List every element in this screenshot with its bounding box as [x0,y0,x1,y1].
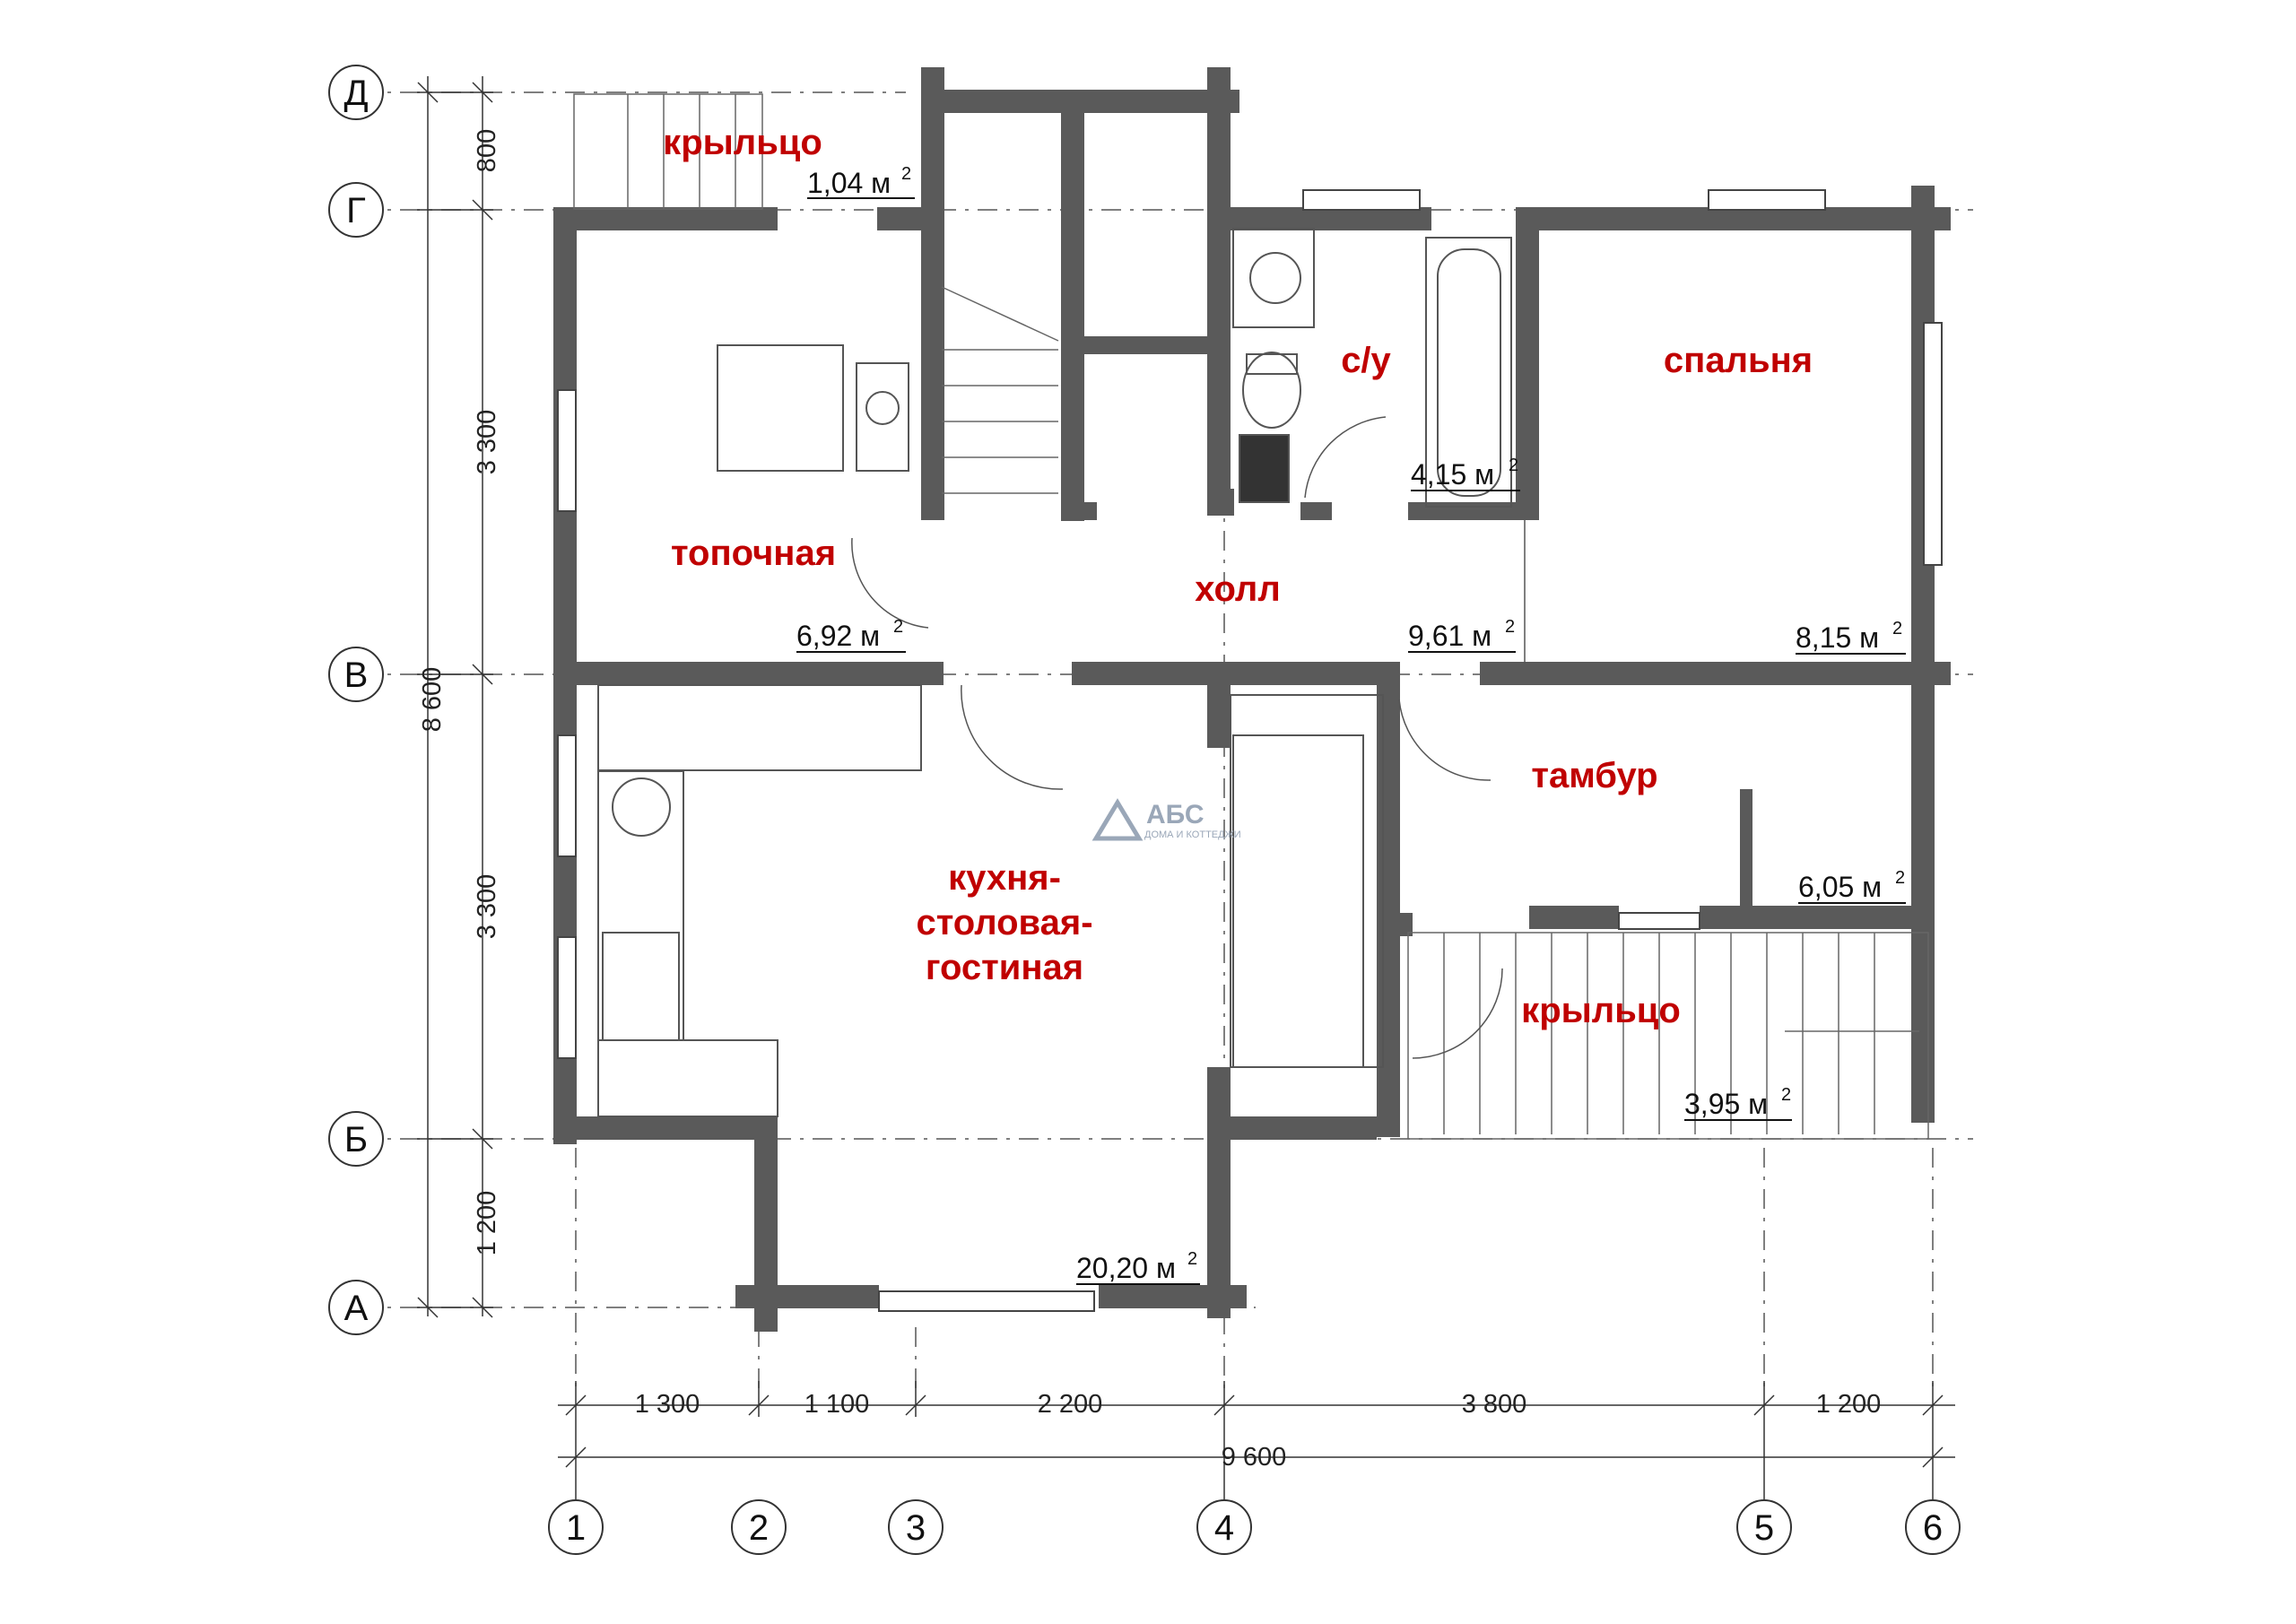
row-marker-B [328,1111,384,1167]
dim-h-5: 1 200 [1816,1390,1882,1419]
room-name-kitchen-line-1: кухня- [948,858,1061,898]
room-name-bathroom: с/у [1341,341,1391,380]
col-marker-3 [888,1499,944,1555]
axis-grid [359,91,1973,1390]
room-area-kitchen: 20,20 м [1076,1252,1176,1284]
col-label-1: 1 [566,1508,586,1548]
room-name-kitchen-line-3: гостиная [926,948,1083,987]
vertical-dimension-lines [417,76,493,1318]
row-axis-labels: Д Г В Б А [344,74,368,1328]
room-firebox: топочная 6,92 м 2 [671,534,906,653]
room-area-porch-bottom: 3,95 м [1684,1088,1768,1120]
fixtures [597,228,1512,1117]
room-name-firebox: топочная [671,534,836,573]
logo-text: АБС [1146,800,1205,829]
col-marker-5 [1736,1499,1792,1555]
dim-v-3: 3 300 [473,874,501,940]
logo-icon [1091,798,1144,841]
room-area-porch-top: 1,04 м [807,167,891,199]
col-label-3: 3 [906,1508,926,1548]
logo-subtitle: ДОМА И КОТТЕДЖИ [1144,829,1241,840]
room-bathroom: с/у 4,15 м 2 [1341,341,1520,491]
windows [557,189,1943,1312]
dim-h-total: 9 600 [1222,1443,1287,1472]
room-area-bedroom: 8,15 м [1796,621,1879,654]
room-area-sup-bathroom: 2 [1509,456,1518,475]
horizontal-dimensions: 1 300 1 100 2 200 3 800 1 200 9 600 [635,1390,1882,1472]
room-area-sup-porch-top: 2 [901,164,911,184]
col-label-5: 5 [1754,1508,1774,1548]
row-marker-G [328,182,384,238]
col-label-4: 4 [1214,1508,1234,1548]
doors [851,416,1526,1059]
dim-h-2: 1 100 [804,1390,870,1419]
room-porch-bottom: крыльцо 3,95 м 2 [1521,991,1792,1121]
room-area-vestibule: 6,05 м [1798,871,1882,903]
walls [553,67,1951,1332]
room-area-bathroom: 4,15 м [1411,458,1494,491]
room-vestibule: тамбур 6,05 м 2 [1531,756,1906,904]
col-label-6: 6 [1923,1508,1943,1548]
row-label-G: Г [346,191,366,230]
room-area-sup-hall: 2 [1505,617,1515,637]
room-area-hall: 9,61 м [1408,620,1492,652]
dim-h-3: 2 200 [1038,1390,1103,1419]
col-marker-6 [1905,1499,1961,1555]
logo: АБС ДОМА И КОТТЕДЖИ [1091,798,1241,841]
col-marker-2 [731,1499,787,1555]
room-porch-top: крыльцо 1,04 м 2 [663,123,915,199]
room-bedroom: спальня 8,15 м 2 [1664,341,1906,655]
room-area-sup-bedroom: 2 [1892,619,1902,638]
dim-v-2: 3 300 [473,410,501,475]
room-name-porch-bottom: крыльцо [1521,991,1681,1030]
horizontal-dimension-lines [558,1381,1955,1507]
room-name-bedroom: спальня [1664,341,1813,380]
row-label-V: В [344,656,369,695]
column-axis-markers [548,1499,1961,1555]
room-area-sup-porch-bottom: 2 [1781,1085,1791,1105]
row-label-D: Д [344,74,368,113]
column-axis-labels: 1 2 3 4 5 6 [566,1508,1943,1548]
col-label-2: 2 [749,1508,769,1548]
row-marker-A [328,1280,384,1335]
row-label-B: Б [344,1120,368,1159]
room-name-hall: холл [1195,569,1281,609]
room-area-sup-kitchen: 2 [1187,1249,1197,1269]
room-name-kitchen-line-2: столовая- [916,903,1092,942]
room-area-sup-firebox: 2 [893,617,903,637]
dim-v-total: 8 600 [418,667,447,733]
col-marker-1 [548,1499,604,1555]
stairs [573,93,1929,1140]
room-name-porch-top: крыльцо [663,123,822,162]
row-label-A: А [344,1289,369,1328]
room-hall: холл 9,61 м 2 [1195,569,1516,653]
room-kitchen: кухня- столовая- гостиная 20,20 м 2 [916,858,1200,1285]
row-axis-markers [328,65,384,1335]
dim-v-1: 800 [473,129,501,172]
row-marker-D [328,65,384,120]
col-marker-4 [1196,1499,1252,1555]
dim-h-4: 3 800 [1462,1390,1527,1419]
room-area-firebox: 6,92 м [796,620,880,652]
row-marker-V [328,647,384,702]
dim-h-1: 1 300 [635,1390,700,1419]
vertical-dimensions: 800 3 300 3 300 1 200 8 600 [418,129,501,1255]
room-area-sup-vestibule: 2 [1895,868,1905,888]
dim-v-4: 1 200 [473,1191,501,1256]
room-name-vestibule: тамбур [1531,756,1657,795]
